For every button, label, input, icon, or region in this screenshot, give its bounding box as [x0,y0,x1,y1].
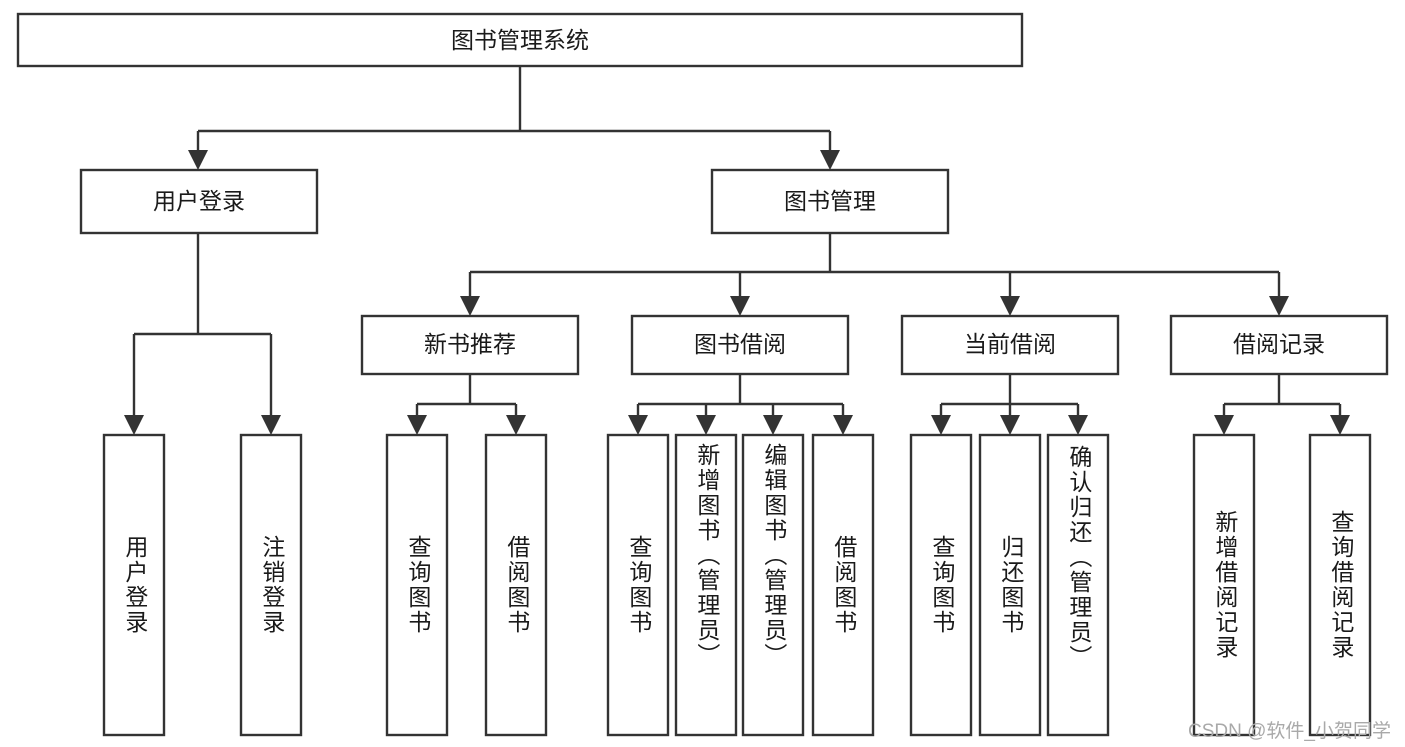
node-book-borrow-box[interactable] [630,314,850,376]
node-current-borrow-box[interactable] [900,314,1120,376]
arrow-bookborrow-leaf-2 [696,415,716,435]
node-user-login-label: 用户登录 [153,188,245,214]
arrow-bookmanage-to-borrow-record [1269,296,1289,316]
node-current-borrow-label: 当前借阅 [964,331,1056,357]
arrow-newbook-leaf-2 [506,415,526,435]
arrow-userlogin-leaf-2 [261,415,281,435]
node-book-manage-box[interactable] [710,168,950,235]
node-root-box[interactable] [16,12,1024,68]
leaf-box-new-book-2[interactable] [484,433,548,737]
connector-group [124,66,1350,435]
leaf-box-book-borrow-1[interactable] [606,433,670,737]
leaf-box-user-login-1[interactable] [102,433,166,737]
node-current-borrow[interactable]: 当前借阅 [900,314,1120,376]
arrow-bookborrow-leaf-4 [833,415,853,435]
leaf-box-current-borrow-3[interactable] [1046,433,1110,737]
node-user-login[interactable]: 用户登录 [79,168,319,235]
arrow-userlogin-leaf-1 [124,415,144,435]
leaf-box-new-book-1[interactable] [385,433,449,737]
node-book-manage[interactable]: 图书管理 [710,168,950,235]
leaf-box-borrow-record-1[interactable] [1192,433,1256,737]
leaf-box-book-borrow-4[interactable] [811,433,875,737]
arrow-root-to-book-manage [820,150,840,170]
arrow-bookborrow-leaf-1 [628,415,648,435]
arrow-bookmanage-to-current-borrow [1000,296,1020,316]
leaf-box-current-borrow-2[interactable] [978,433,1042,737]
node-new-book[interactable]: 新书推荐 [360,314,580,376]
leaf-box-current-borrow-1[interactable] [909,433,973,737]
node-book-manage-label: 图书管理 [784,188,876,214]
arrow-bookmanage-to-book-borrow [730,296,750,316]
arrow-borrowrecord-leaf-1 [1214,415,1234,435]
arrow-borrowrecord-leaf-2 [1330,415,1350,435]
leaf-box-user-login-2[interactable] [239,433,303,737]
node-borrow-record[interactable]: 借阅记录 [1169,314,1389,376]
arrow-currentborrow-leaf-2 [1000,415,1020,435]
leaf-box-borrow-record-2[interactable] [1308,433,1372,737]
node-root-label: 图书管理系统 [451,27,589,53]
arrow-bookborrow-leaf-3 [763,415,783,435]
node-user-login-box[interactable] [79,168,319,235]
node-borrow-record-label: 借阅记录 [1233,331,1325,357]
node-borrow-record-box[interactable] [1169,314,1389,376]
arrow-currentborrow-leaf-3 [1068,415,1088,435]
node-book-borrow-label: 图书借阅 [694,331,786,357]
arrow-root-to-user-login [188,150,208,170]
arrow-bookmanage-to-new-book [460,296,480,316]
leaf-box-book-borrow-2[interactable] [674,433,738,737]
node-new-book-label: 新书推荐 [424,331,516,357]
arrow-newbook-leaf-1 [407,415,427,435]
node-book-borrow[interactable]: 图书借阅 [630,314,850,376]
arrow-currentborrow-leaf-1 [931,415,951,435]
node-root[interactable]: 图书管理系统 [16,12,1024,68]
node-new-book-box[interactable] [360,314,580,376]
leaf-box-book-borrow-3[interactable] [741,433,805,737]
